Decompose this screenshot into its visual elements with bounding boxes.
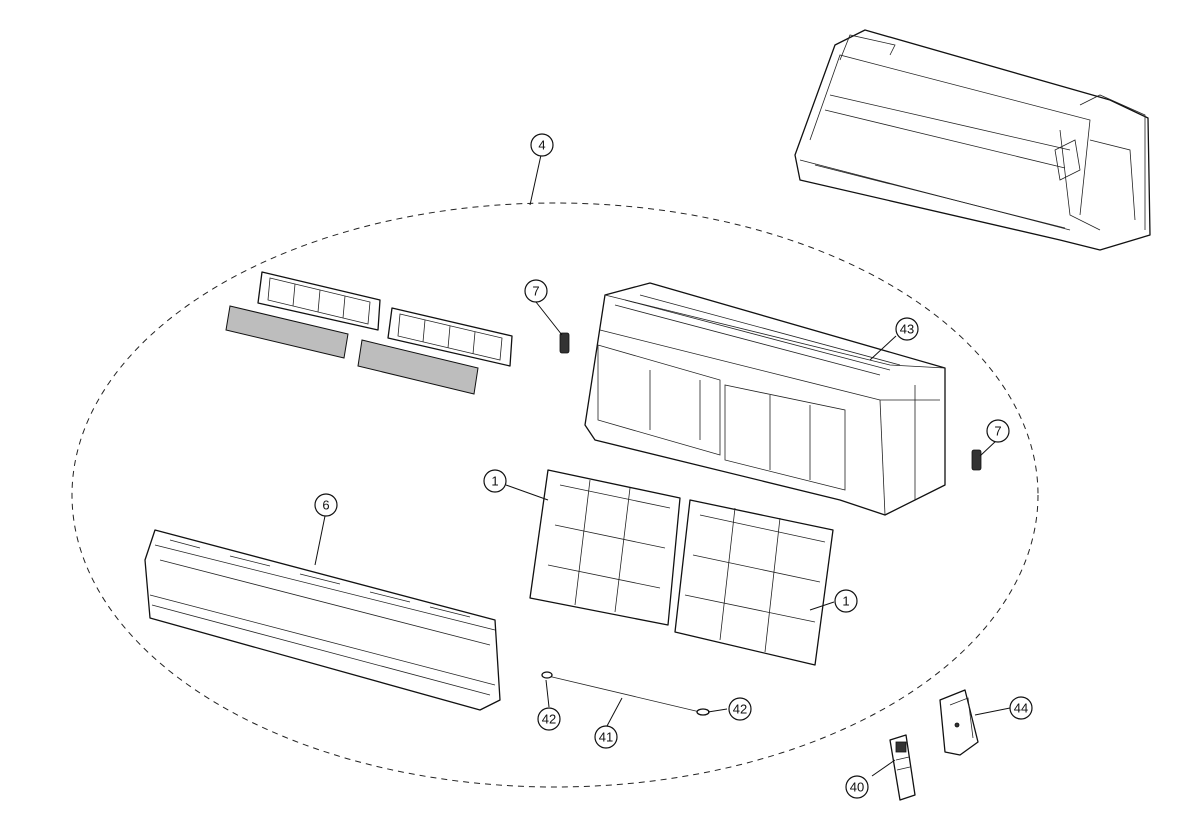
leader-lines [314,154,1011,777]
callout-44: 44 [1009,696,1033,720]
callout-7-left: 7 [524,279,548,303]
callout-7-right: 7 [986,419,1010,443]
callout-41: 41 [594,725,618,749]
callout-44-label: 44 [1014,701,1028,716]
front-frame [584,282,946,516]
callout-1-upper-label: 1 [491,474,498,489]
assembly-boundary-ellipse [71,202,1039,788]
remote-controller [889,734,916,801]
remote-holder [939,689,979,756]
callout-7-right-label: 7 [994,424,1001,439]
clip-part-right [971,449,982,471]
air-filter-left [529,469,681,626]
callout-42-left: 42 [537,707,561,731]
callout-42-left-label: 42 [542,712,556,727]
callout-41-label: 41 [599,730,613,745]
callout-40-label: 40 [850,780,864,795]
front-panel [144,529,501,711]
clip-part-left [559,332,570,354]
callout-4-label: 4 [538,138,545,153]
callout-4: 4 [530,133,554,157]
sensor-wire [541,671,710,716]
deodorizing-filter-left [225,305,349,359]
callout-40: 40 [845,775,869,799]
callout-43: 43 [895,317,919,341]
callout-43-label: 43 [900,322,914,337]
callout-7-left-label: 7 [532,284,539,299]
air-filter-grille-left [257,271,381,331]
callout-1-lower: 1 [834,589,858,613]
callout-1-lower-label: 1 [842,594,849,609]
callout-42-right: 42 [728,697,752,721]
callout-6: 6 [314,493,338,517]
air-filter-grille-right [387,307,513,367]
indoor-unit-chassis [794,29,1151,251]
callout-42-right-label: 42 [733,702,747,717]
deodorizing-filter-right [357,339,479,395]
callout-1-upper: 1 [483,469,507,493]
callout-6-label: 6 [322,498,329,513]
air-filter-right [674,499,834,666]
